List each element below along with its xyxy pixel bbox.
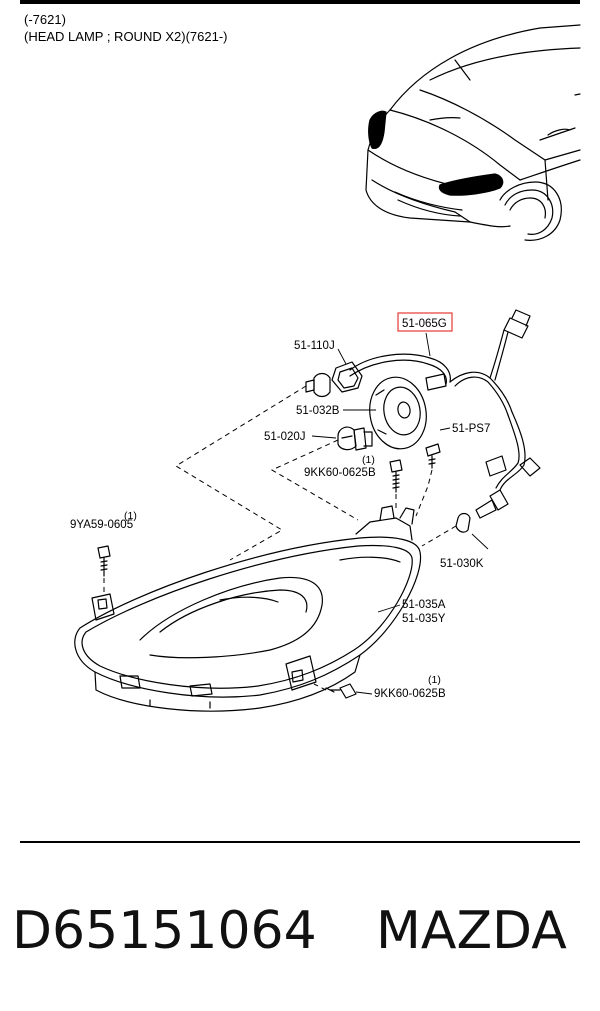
callout-socket: 51-110J — [294, 340, 335, 352]
dust-cover-part — [369, 376, 427, 450]
part-number: D65151064 — [12, 901, 317, 961]
callout-bolt-top: 9KK60-0625B — [304, 467, 376, 479]
headlamp-exploded-diagram: 51-065G 51-110J 51-032B 51-020J 51-PS7 (… — [70, 24, 581, 712]
assembly-guide-lines — [103, 385, 457, 691]
header-description: (HEAD LAMP ; ROUND X2)(7621-) — [24, 29, 228, 44]
top-rule — [20, 0, 580, 4]
callout-bolt-left-qty: (1) — [124, 510, 137, 522]
brand-name: MAZDA — [376, 901, 567, 961]
callout-cover: 51-032B — [296, 405, 340, 417]
car-illustration — [365, 24, 581, 241]
callout-harness: 51-065G — [402, 318, 447, 330]
highlight-box — [397, 312, 453, 332]
main-bulb-part — [337, 426, 373, 451]
wiring-harness — [349, 309, 541, 519]
socket-part — [305, 361, 363, 398]
screw-part — [425, 443, 441, 469]
callout-bolt-left: 9YA59-0605 — [70, 519, 133, 531]
headlamp-assembly — [74, 505, 422, 712]
leader-lines — [311, 332, 489, 695]
header-range: (-7621) — [24, 12, 66, 27]
side-bulb-part — [455, 512, 471, 533]
callout-bolt-top-qty: (1) — [362, 454, 375, 466]
callout-lamp-left: 51-035A — [402, 599, 446, 611]
callout-bolt-bottom-qty: (1) — [428, 674, 441, 686]
callout-screw: 51-PS7 — [452, 423, 490, 435]
callout-main-bulb: 51-020J — [264, 431, 306, 443]
bolt-top-part — [389, 459, 403, 493]
bolt-bottom-part — [325, 683, 357, 699]
callout-bolt-bottom: 9KK60-0625B — [374, 688, 446, 700]
footer-divider — [20, 841, 580, 843]
callout-side-bulb: 51-030K — [440, 558, 484, 570]
headlight-right-marker — [438, 173, 504, 196]
callout-lamp-right: 51-035Y — [402, 613, 446, 625]
headlight-left-marker — [368, 110, 387, 150]
bolt-left-part — [97, 545, 111, 577]
